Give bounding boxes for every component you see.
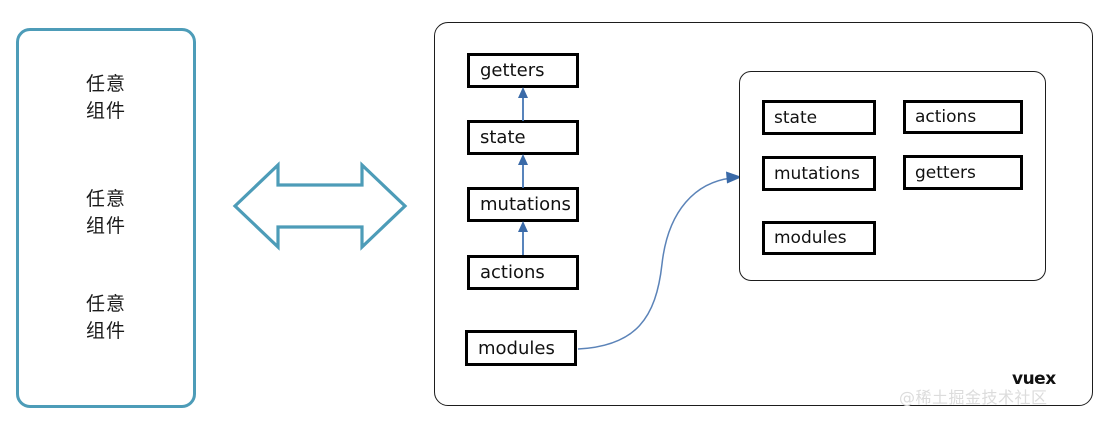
flow-box-state[interactable]: state — [467, 120, 579, 155]
flow-box-mutations-label: mutations — [480, 194, 571, 215]
flow-arrow-up-icon-2 — [515, 221, 531, 255]
vuex-caption: vuex — [1012, 369, 1056, 389]
watermark: @稀土掘金技术社区 — [899, 388, 1048, 407]
flow-arrow-up-icon-1 — [515, 154, 531, 188]
component-label-0-line2: 组件 — [85, 100, 126, 122]
flow-arrow-up-icon-0 — [515, 87, 531, 121]
store-item-getters-label: getters — [915, 162, 976, 183]
flow-box-getters[interactable]: getters — [467, 53, 579, 88]
component-label-2: 任意 组件 — [19, 291, 193, 345]
flow-box-mutations[interactable]: mutations — [467, 187, 579, 222]
flow-box-getters-label: getters — [480, 60, 545, 81]
store-item-modules[interactable]: modules — [762, 221, 876, 255]
component-panel: 任意 组件 任意 组件 任意 组件 — [16, 28, 196, 408]
store-item-actions-label: actions — [915, 107, 977, 127]
store-item-mutations-label: mutations — [774, 163, 860, 184]
flow-box-state-label: state — [480, 127, 526, 148]
flow-box-actions-label: actions — [480, 262, 545, 283]
flow-box-modules[interactable]: modules — [465, 330, 577, 366]
store-item-getters[interactable]: getters — [903, 155, 1023, 190]
component-label-2-line1: 任意 — [85, 293, 126, 315]
component-label-1: 任意 组件 — [19, 186, 193, 240]
component-label-1-line1: 任意 — [85, 188, 126, 210]
store-item-modules-label: modules — [774, 228, 847, 248]
component-label-0: 任意 组件 — [19, 71, 193, 125]
component-label-1-line2: 组件 — [85, 215, 126, 237]
store-item-mutations[interactable]: mutations — [762, 156, 876, 191]
store-item-actions[interactable]: actions — [903, 100, 1023, 134]
store-item-state[interactable]: state — [762, 100, 876, 135]
modules-to-store-arrow-icon — [576, 168, 746, 354]
flow-box-actions[interactable]: actions — [467, 255, 579, 290]
bidirectional-arrow-icon — [232, 160, 408, 252]
flow-box-modules-label: modules — [478, 337, 555, 359]
store-item-state-label: state — [774, 107, 818, 128]
component-label-2-line2: 组件 — [85, 320, 126, 342]
component-label-0-line1: 任意 — [85, 73, 126, 95]
